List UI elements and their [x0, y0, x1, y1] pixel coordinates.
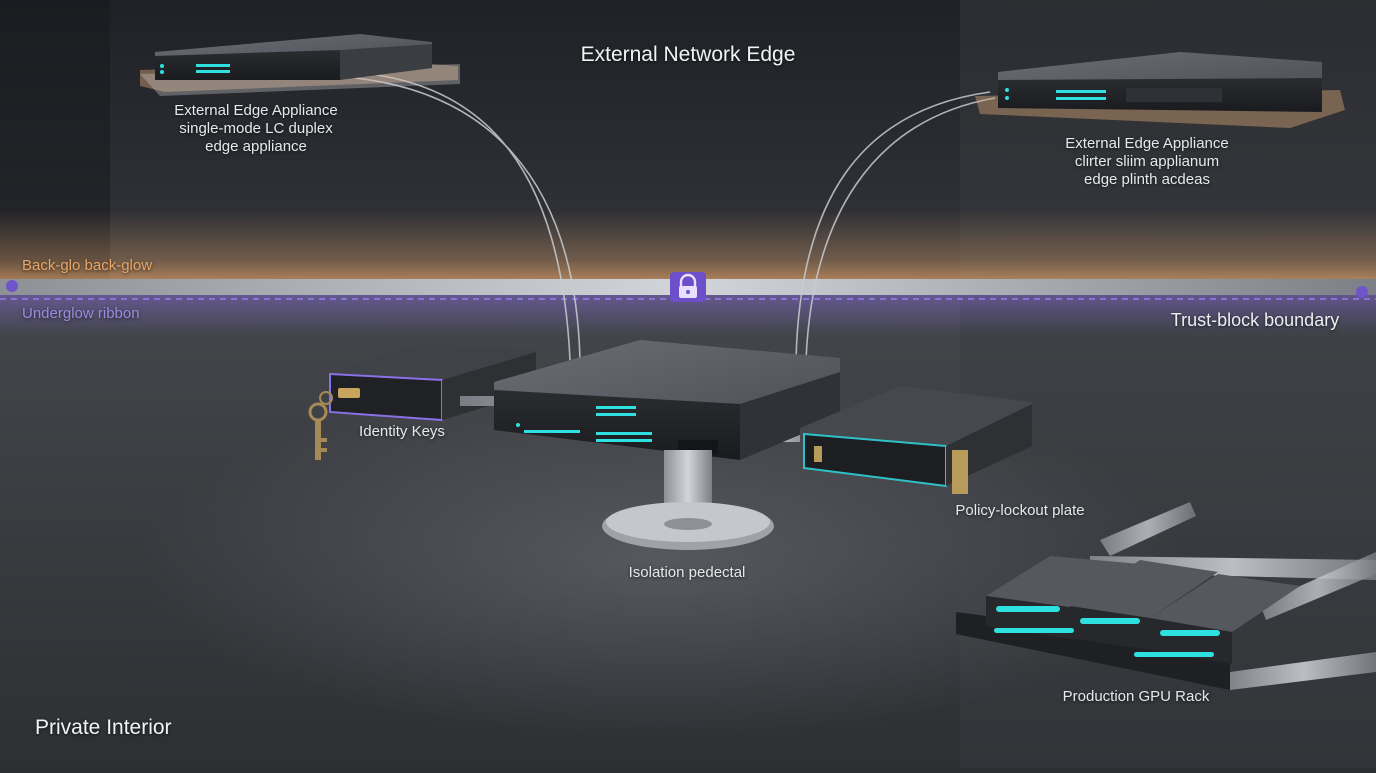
private-interior-title: Private Interior [35, 716, 172, 739]
edge-right-line-1: External Edge Appliance [1065, 135, 1229, 152]
identity-keys-label: Identity Keys [359, 423, 445, 440]
edge-left-line-3: edge appliance [205, 138, 307, 155]
edge-appliance-left [140, 34, 460, 96]
edge-right-line-3: edge plinth acdeas [1084, 171, 1210, 188]
gpu-rack-label: Production GPU Rack [1062, 688, 1210, 705]
edge-appliance-right-label: External Edge Appliance clirter sliim ap… [1065, 135, 1228, 189]
isolation-pedestal-label: Isolation pedectal [628, 564, 746, 581]
underglow-ribbon-label: Underglow ribbon [22, 305, 140, 322]
isolation-pedestal [602, 450, 774, 550]
edge-appliance-left-label: External Edge Appliance single-mode LC d… [174, 102, 337, 156]
trust-block-boundary-label: Trust-block boundary [1170, 310, 1340, 330]
center-appliance [494, 340, 840, 460]
external-network-edge-title: External Network Edge [580, 43, 796, 66]
gpu-rack [956, 502, 1376, 690]
edge-left-line-1: External Edge Appliance [174, 102, 338, 119]
edge-right-line-2: clirter sliim applianum [1074, 153, 1220, 170]
boundary-end-left [6, 280, 18, 292]
back-glow [0, 210, 1376, 282]
key-icon [308, 391, 333, 460]
boundary-end-right [1356, 286, 1368, 298]
fiber-cables [349, 71, 996, 361]
edge-appliance-right [975, 52, 1345, 128]
back-glow-label: Back-glo back-glow [22, 257, 153, 274]
policy-lockout-plate [800, 386, 1032, 494]
lock-icon [670, 272, 706, 302]
edge-left-line-2: single-mode LC duplex [179, 120, 333, 137]
policy-lockout-label: Policy-lockout plate [955, 502, 1085, 519]
